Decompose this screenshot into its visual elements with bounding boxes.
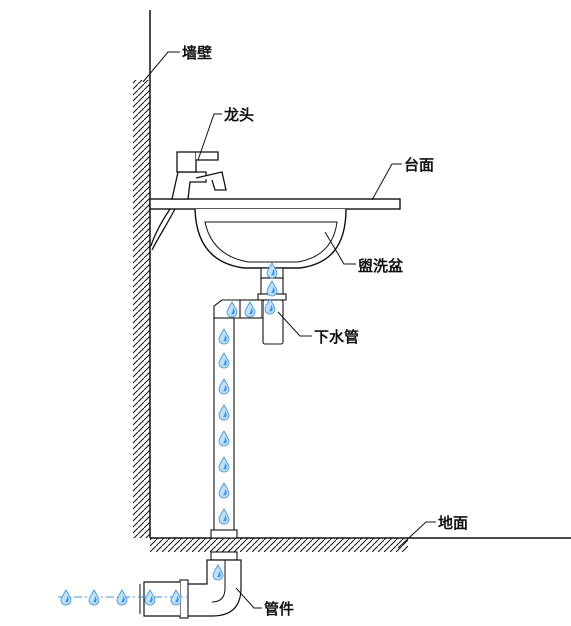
drain-pipe-label: 下水管	[314, 328, 359, 346]
leader-lines	[142, 51, 436, 609]
fitting	[58, 551, 242, 619]
water-drop-icon	[60, 589, 72, 606]
wall	[133, 10, 151, 538]
faucet	[150, 151, 227, 251]
basin-label: 盥洗盆	[358, 257, 404, 275]
floor-label: 地面	[438, 514, 468, 532]
countertop	[149, 198, 401, 210]
water-drop-icon	[88, 589, 100, 606]
faucet-label: 龙头	[223, 106, 254, 124]
water-drop-icon	[116, 589, 128, 606]
floor	[150, 537, 571, 552]
fitting-label: 管件	[264, 600, 294, 618]
wall-label: 墙壁	[182, 44, 212, 62]
countertop-label: 台面	[404, 156, 434, 174]
